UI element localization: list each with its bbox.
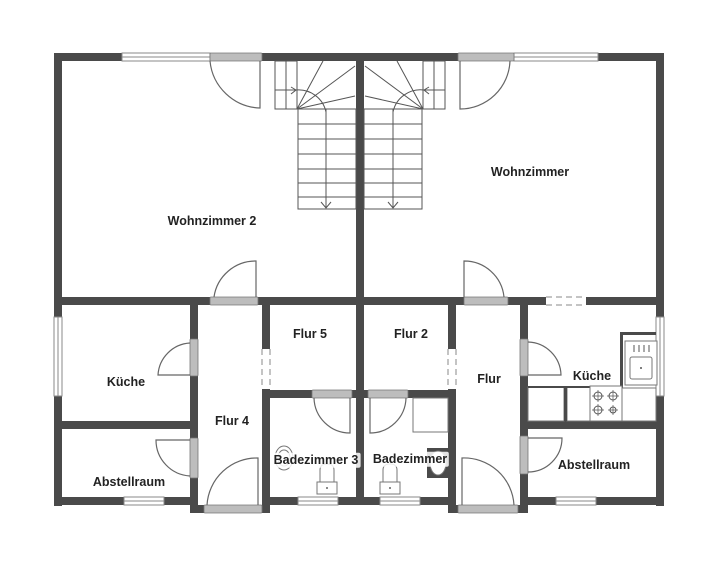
- doors: [155, 52, 563, 514]
- staircase-left: [274, 60, 357, 210]
- window-kueche-left: [53, 316, 63, 397]
- interior-walls: [54, 53, 664, 513]
- door-flur-exterior: [457, 457, 519, 514]
- door-abstellraum-right: [519, 435, 563, 475]
- room-label-abstellraum-right: Abstellraum: [557, 457, 631, 472]
- window-wohnzimmer: [513, 52, 599, 62]
- door-kueche-right: [519, 338, 562, 377]
- door-wohnzimmer-2-top: [209, 52, 263, 109]
- door-abstellraum-left: [155, 437, 199, 479]
- window-wohnzimmer-2: [121, 52, 211, 62]
- toilet-icon: [379, 463, 401, 495]
- room-label-abstellraum-left: Abstellraum: [92, 474, 166, 489]
- room-label-badezimmer: Badezimmer: [370, 451, 450, 467]
- door-flur-4-exterior: [203, 457, 263, 514]
- room-label-flur: Flur: [477, 371, 501, 386]
- sink-icon: [624, 340, 658, 386]
- stove-icon: [589, 385, 623, 422]
- room-label-flur-5: Flur 5: [292, 326, 328, 341]
- window-badezimmer-3: [297, 496, 339, 506]
- door-wohnzimmer-flur: [463, 260, 509, 306]
- bathroom-fixtures: [379, 397, 449, 495]
- staircase-right: [363, 60, 446, 210]
- windows: [53, 52, 665, 506]
- door-wohnzimmer-top: [457, 52, 515, 110]
- room-label-kueche-right: Küche: [572, 368, 612, 383]
- door-kueche-left: [157, 338, 199, 377]
- room-label-flur-2: Flur 2: [393, 326, 429, 341]
- room-label-wohnzimmer: Wohnzimmer: [490, 164, 570, 179]
- window-badezimmer: [379, 496, 421, 506]
- room-label-kueche-left: Küche: [106, 374, 146, 389]
- shower-icon: [412, 397, 449, 433]
- window-abstellraum-right: [555, 496, 597, 506]
- room-label-badezimmer-3: Badezimmer 3: [271, 452, 361, 468]
- openings: [261, 296, 586, 389]
- door-wohnzimmer-2-flur-4: [209, 260, 259, 306]
- room-label-flur-4: Flur 4: [214, 413, 250, 428]
- toilet-icon: [316, 463, 338, 495]
- door-badezimmer-3: [311, 389, 353, 434]
- room-label-wohnzimmer-2: Wohnzimmer 2: [167, 213, 257, 228]
- kitchen-right-fixtures: [527, 332, 658, 422]
- door-badezimmer: [367, 389, 409, 434]
- window-abstellraum-left: [123, 496, 165, 506]
